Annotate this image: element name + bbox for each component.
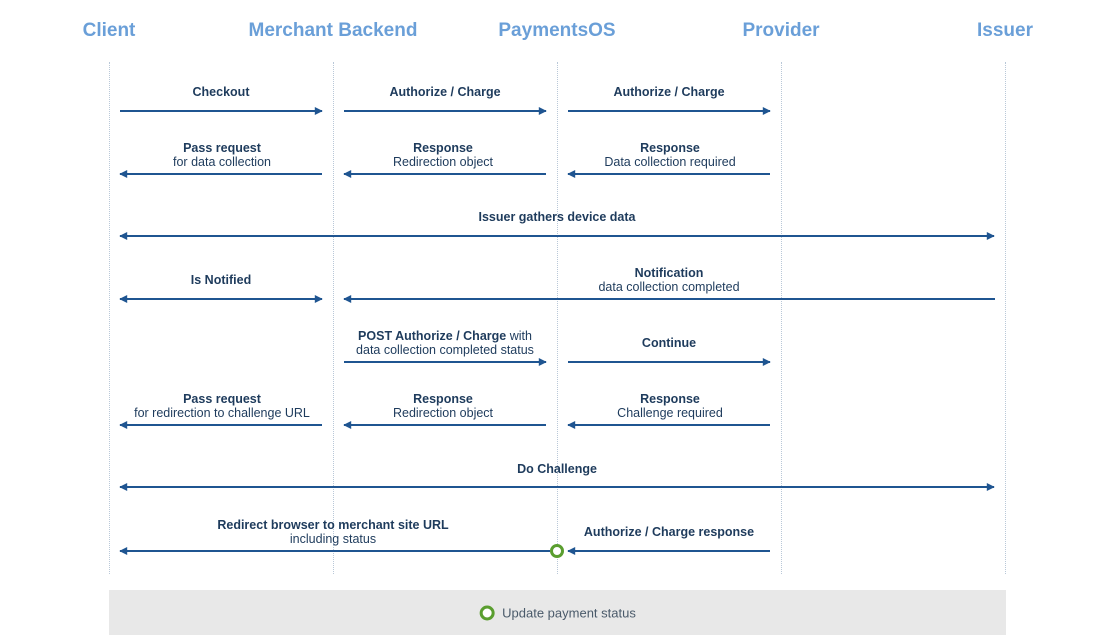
actor-client: Client: [82, 20, 136, 41]
label-response-challenge-required-title: Response: [640, 392, 700, 406]
label-checkout-title: Checkout: [192, 85, 250, 99]
lifeline-issuer: [1005, 62, 1006, 574]
label-merchant-authorize-charge: Authorize / Charge: [389, 85, 500, 99]
label-authorize-charge-response-title: Authorize / Charge response: [583, 525, 755, 539]
label-do-challenge-title: Do Challenge: [517, 462, 597, 476]
label-response-redirection-object-1: Response Redirection object: [393, 141, 493, 169]
label-issuer-gathers-device-data: Issuer gathers device data: [478, 210, 635, 224]
label-post-authorize-charge: POST Authorize / Charge with data collec…: [356, 329, 534, 357]
label-issuer-gathers-device-data-title: Issuer gathers device data: [478, 210, 636, 224]
label-continue-title: Continue: [641, 336, 697, 350]
label-response-redirection-object-2-detail: Redirection object: [392, 406, 494, 420]
label-notification-title: Notification: [634, 266, 704, 280]
label-response-redirection-object-1-title: Response: [413, 141, 473, 155]
label-pass-request-data-collection: Pass request for data collection: [173, 141, 271, 169]
label-redirect-browser-title: Redirect browser to merchant site URL: [217, 518, 449, 532]
label-pass-request-challenge-url-detail: for redirection to challenge URL: [134, 406, 310, 420]
label-pass-request-data-collection-title: Pass request: [183, 141, 261, 155]
label-post-authorize-charge-line1: POST Authorize / Charge with: [356, 329, 534, 343]
label-merchant-authorize-charge-title: Authorize / Charge: [389, 85, 501, 99]
legend-label: Update payment status: [502, 605, 636, 620]
actor-paymentsos: PaymentsOS: [498, 20, 616, 41]
label-pass-request-challenge-url: Pass request for redirection to challeng…: [134, 392, 310, 420]
label-response-data-collection-required-title: Response: [640, 141, 700, 155]
label-authorize-charge-response: Authorize / Charge response: [584, 525, 754, 539]
lifeline-merchant-backend: [333, 62, 334, 574]
label-notification-detail: data collection completed: [598, 280, 740, 294]
label-pass-request-challenge-url-title: Pass request: [183, 392, 261, 406]
label-response-redirection-object-2: Response Redirection object: [393, 392, 493, 420]
label-response-challenge-required-detail: Challenge required: [617, 406, 723, 420]
label-redirect-browser-detail: including status: [289, 532, 377, 546]
legend: Update payment status: [479, 605, 636, 620]
actor-provider: Provider: [742, 20, 820, 41]
label-continue: Continue: [642, 336, 696, 350]
payment-status-update-marker: [550, 544, 564, 558]
legend-bar: Update payment status: [109, 590, 1006, 635]
lifeline-provider: [781, 62, 782, 574]
label-paymentsos-authorize-charge-title: Authorize / Charge: [613, 85, 725, 99]
label-post-authorize-charge-title: POST Authorize / Charge: [358, 329, 507, 343]
label-response-challenge-required: Response Challenge required: [617, 392, 723, 420]
label-pass-request-data-collection-detail: for data collection: [173, 155, 271, 169]
label-redirect-browser: Redirect browser to merchant site URL in…: [217, 518, 448, 546]
label-post-authorize-charge-detail: data collection completed status: [356, 343, 534, 357]
lifeline-paymentsos: [557, 62, 558, 574]
label-response-redirection-object-2-title: Response: [413, 392, 473, 406]
actor-issuer: Issuer: [977, 20, 1033, 41]
lifeline-client: [109, 62, 110, 574]
label-post-authorize-charge-suffix: with: [506, 329, 532, 343]
label-response-data-collection-required: Response Data collection required: [604, 141, 735, 169]
label-do-challenge: Do Challenge: [517, 462, 597, 476]
label-checkout: Checkout: [193, 85, 250, 99]
label-is-notified-title: Is Notified: [190, 273, 252, 287]
actor-merchant-backend: Merchant Backend: [248, 20, 418, 41]
status-marker-icon: [479, 605, 495, 620]
label-is-notified: Is Notified: [191, 273, 251, 287]
label-response-redirection-object-1-detail: Redirection object: [392, 155, 494, 169]
label-notification: Notification data collection completed: [598, 266, 739, 294]
label-paymentsos-authorize-charge: Authorize / Charge: [613, 85, 724, 99]
label-response-data-collection-required-detail: Data collection required: [604, 155, 736, 169]
